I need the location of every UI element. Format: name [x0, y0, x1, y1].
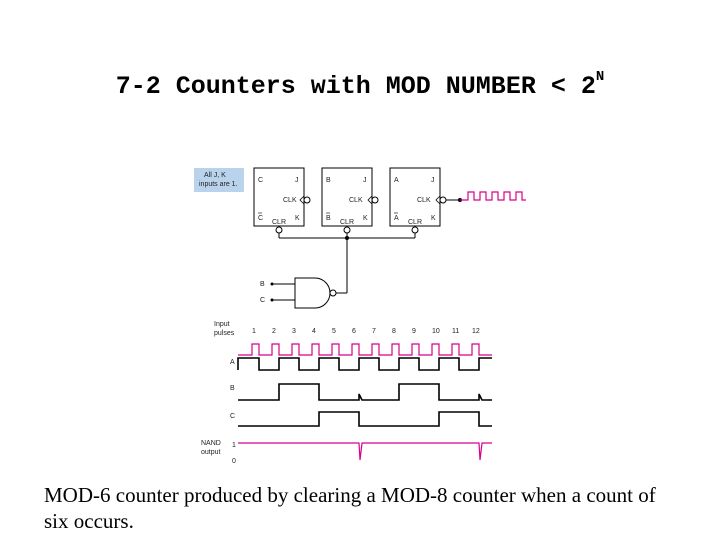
input-label-1: Input [214, 321, 230, 328]
pulse-number: 4 [312, 328, 316, 335]
ff-c-k: K [295, 215, 300, 222]
ff-c-clr: CLR [272, 219, 286, 226]
nand-level-low: 0 [232, 458, 236, 465]
ff-c-q: C [258, 177, 263, 184]
pulse-number: 8 [392, 328, 396, 335]
flipflop-a: A A J CLK K CLR [389, 167, 447, 234]
wave-c [238, 411, 492, 427]
pulse-number: 6 [352, 328, 356, 335]
pulse-number: 7 [372, 328, 376, 335]
input-label-2: pulses [214, 330, 235, 337]
nand-gate: B C [260, 277, 337, 309]
ff-b-clr: CLR [340, 219, 354, 226]
ff-b-qbar: B [326, 215, 331, 222]
title-superscript: N [595, 68, 605, 85]
ff-a-clk: CLK [417, 197, 431, 204]
pulse-number: 9 [412, 328, 416, 335]
gate-input-c: C [260, 297, 265, 304]
wave-a [237, 357, 492, 371]
flipflop-c: C C J CLK K CLR [253, 167, 311, 234]
ff-b-j: J [363, 177, 367, 184]
mod6-counter-diagram: All J, K inputs are 1. C C J CLK K CLR B… [194, 167, 526, 465]
pulse-number: 12 [472, 328, 480, 335]
row-label-a: A [230, 359, 235, 366]
pulse-number: 5 [332, 328, 336, 335]
ff-a-q: A [394, 177, 399, 184]
clock-input [446, 191, 526, 202]
wave-b [238, 383, 492, 401]
ff-a-clr: CLR [408, 219, 422, 226]
ff-b-clk: CLK [349, 197, 363, 204]
ff-b-q: B [326, 177, 331, 184]
row-label-c: C [230, 413, 235, 420]
note-line-2: inputs are 1. [199, 181, 238, 188]
nand-label-2: output [201, 449, 221, 456]
pulse-number: 10 [432, 328, 440, 335]
row-label-b: B [230, 385, 235, 392]
ff-c-qbar: C [258, 215, 263, 222]
ff-a-qbar: A [394, 215, 399, 222]
slide-title: 7-2 Counters with MOD NUMBER < 2N [0, 68, 720, 101]
note-box [194, 168, 244, 192]
ff-a-j: J [431, 177, 435, 184]
ff-c-clk: CLK [283, 197, 297, 204]
note-line-1: All J, K [204, 172, 226, 179]
gate-input-b: B [260, 281, 265, 288]
ff-b-k: K [363, 215, 368, 222]
nand-output-wave [238, 442, 492, 461]
title-text: 7-2 Counters with MOD NUMBER < 2 [115, 72, 596, 101]
flipflop-b: B B J CLK K CLR [321, 167, 379, 234]
ff-a-k: K [431, 215, 436, 222]
pulse-number: 2 [272, 328, 276, 335]
nand-level-high: 1 [232, 442, 236, 449]
pulse-number: 3 [292, 328, 296, 335]
pulse-number: 1 [252, 328, 256, 335]
nand-label-1: NAND [201, 440, 221, 447]
slide-caption: MOD-6 counter produced by clearing a MOD… [44, 483, 656, 533]
pulse-number: 11 [452, 328, 459, 335]
input-pulses-wave [238, 343, 492, 356]
ff-c-j: J [295, 177, 299, 184]
